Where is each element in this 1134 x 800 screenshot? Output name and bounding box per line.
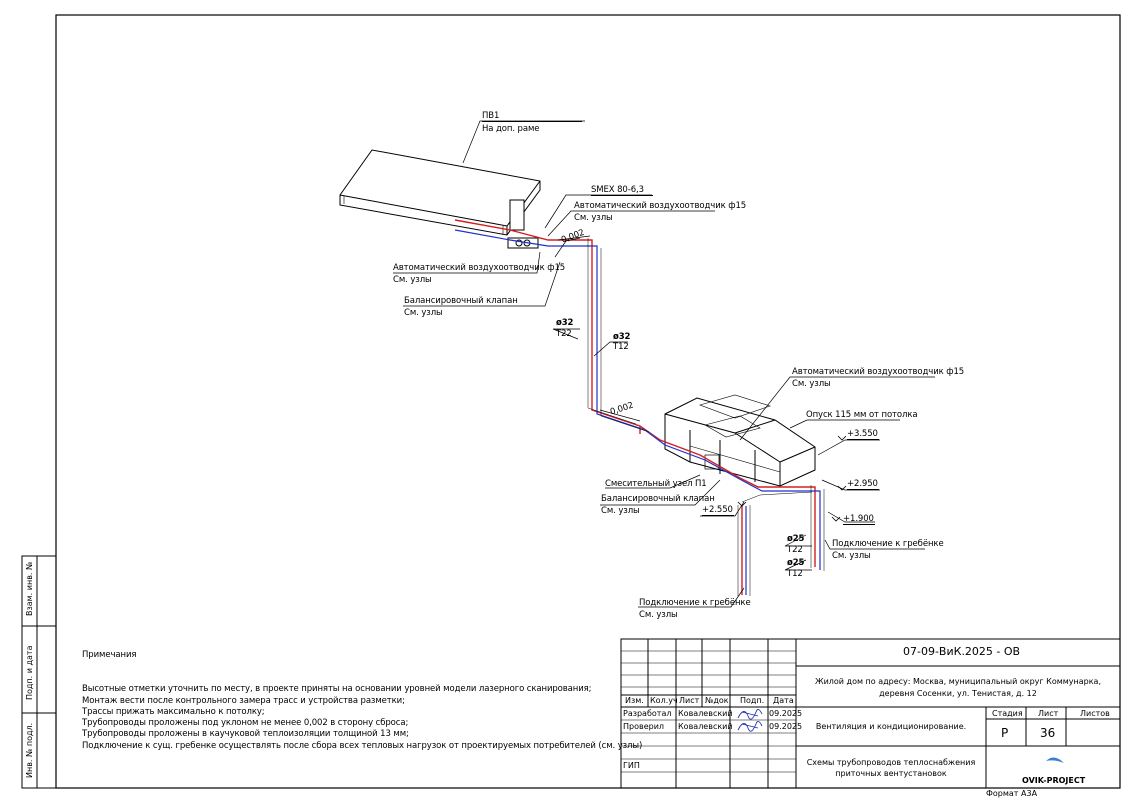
label-balancing-1-sub: См. узлы (404, 308, 443, 318)
header-sheet: Лист (1038, 709, 1059, 718)
pipe-3-type: T22 (787, 545, 803, 555)
sheet-number: 36 (1040, 726, 1056, 740)
notes-line-2: Монтаж вести после контрольного замера т… (82, 696, 405, 706)
notes-line-3: Трассы прижать максимально к потолку; (82, 707, 265, 717)
pipe-4-diameter: ø25 (787, 558, 805, 568)
pipe-4-type: T12 (787, 569, 803, 579)
label-air-vent-3-sub: См. узлы (792, 379, 831, 389)
level-marks (737, 435, 847, 522)
label-air-vent-1-sub: См. узлы (574, 213, 613, 223)
label-balancing-2: Балансировочный клапан (601, 494, 715, 504)
role-gip: ГИП (623, 761, 640, 770)
notes-title: Примечания (82, 650, 137, 660)
pipe-outlines (587, 238, 825, 596)
format-label: Формат А3А (986, 789, 1038, 798)
notes-line-1: Высотные отметки уточнить по месту, в пр… (82, 684, 592, 694)
unit-pv1-sub: На доп. раме (482, 124, 540, 134)
pipe-1-diameter: ø32 (556, 318, 574, 328)
developer-date: 09.2025 (769, 709, 803, 718)
notes-line-6: Подключение к сущ. гребенке осуществлять… (82, 741, 643, 751)
company-name: OVIK-PROJECT (1022, 776, 1086, 785)
label-manifold-2: Подключение к гребёнке (639, 598, 751, 608)
label-air-vent-1: Автоматический воздухоотводчик ф15 (574, 201, 747, 211)
pipe-3-diameter: ø25 (787, 534, 805, 544)
notes-line-5: Трубопроводы проложены в каучуковой тепл… (82, 729, 409, 739)
developer-name: Ковалевский (678, 709, 733, 718)
label-smex: SMEX 80-6,3 (591, 185, 653, 196)
header-ndok: №док. (705, 696, 732, 705)
pipe-2-type: T12 (613, 342, 629, 352)
inner-frame (55, 14, 1121, 789)
level-3: +2.550 (702, 505, 734, 516)
label-air-vent-3: Автоматический воздухоотводчик ф15 (792, 367, 965, 377)
signature-chk (737, 721, 763, 732)
section-title: Вентиляция и кондиционирование. (815, 722, 967, 731)
unit-pv1-title: ПВ1 (482, 111, 582, 122)
notes-line-4: Трубопроводы проложены под уклоном не ме… (82, 718, 409, 728)
document-code: 07-09-ВиК.2025 - ОВ (903, 645, 1021, 658)
supply-pipes (454, 219, 816, 595)
signature-dev (737, 709, 763, 720)
object-address: Жилой дом по адресу: Москва, муниципальн… (814, 677, 1102, 698)
label-mixing: Смесительный узел П1 (605, 479, 707, 489)
label-manifold-1: Подключение к гребёнке (832, 539, 944, 549)
stamp-inv-podl: Инв. № подл. (25, 722, 34, 778)
ventilation-unit-2 (664, 394, 816, 487)
side-stamp-frame (21, 555, 57, 789)
role-developer: Разработал (623, 709, 672, 718)
level-1: +3.550 (847, 429, 879, 440)
role-checker: Проверил (623, 722, 665, 731)
header-list: Лист (679, 696, 700, 705)
header-sheets: Листов (1080, 709, 1110, 718)
checker-date: 09.2025 (769, 722, 803, 731)
header-kol: Кол.уч (650, 696, 678, 705)
label-drop: Опуск 115 мм от потолка (806, 410, 918, 420)
label-manifold-1-sub: См. узлы (832, 551, 871, 561)
header-podp: Подп. (740, 696, 765, 705)
label-manifold-2-sub: См. узлы (639, 610, 678, 620)
level-2: +2.950 (847, 479, 879, 490)
ventilation-unit-pv1 (339, 149, 541, 249)
header-data: Дата (773, 696, 794, 705)
label-balancing-1: Балансировочный клапан (404, 296, 518, 306)
pipe-1-type: T22 (556, 329, 572, 339)
company-logo (1041, 757, 1064, 775)
header-izm: Изм. (625, 696, 644, 705)
return-pipes (454, 229, 821, 595)
level-4: +1.900 (843, 514, 875, 525)
stamp-podp-data: Подп. и дата (25, 645, 34, 701)
label-air-vent-2: Автоматический воздухоотводчик ф15 (393, 263, 566, 273)
checker-name: Ковалевский (678, 722, 733, 731)
label-balancing-2-sub: См. узлы (601, 506, 640, 516)
pipe-2-diameter: ø32 (613, 332, 631, 342)
header-stage: Стадия (992, 709, 1023, 718)
stamp-vzam-inv: Взам. инв. № (25, 561, 34, 616)
stage-value: Р (1001, 726, 1009, 740)
sheet-title: Схемы трубопроводов теплоснабжения прито… (806, 758, 976, 778)
title-block-grid (620, 638, 1121, 789)
label-air-vent-2-sub: См. узлы (393, 275, 432, 285)
